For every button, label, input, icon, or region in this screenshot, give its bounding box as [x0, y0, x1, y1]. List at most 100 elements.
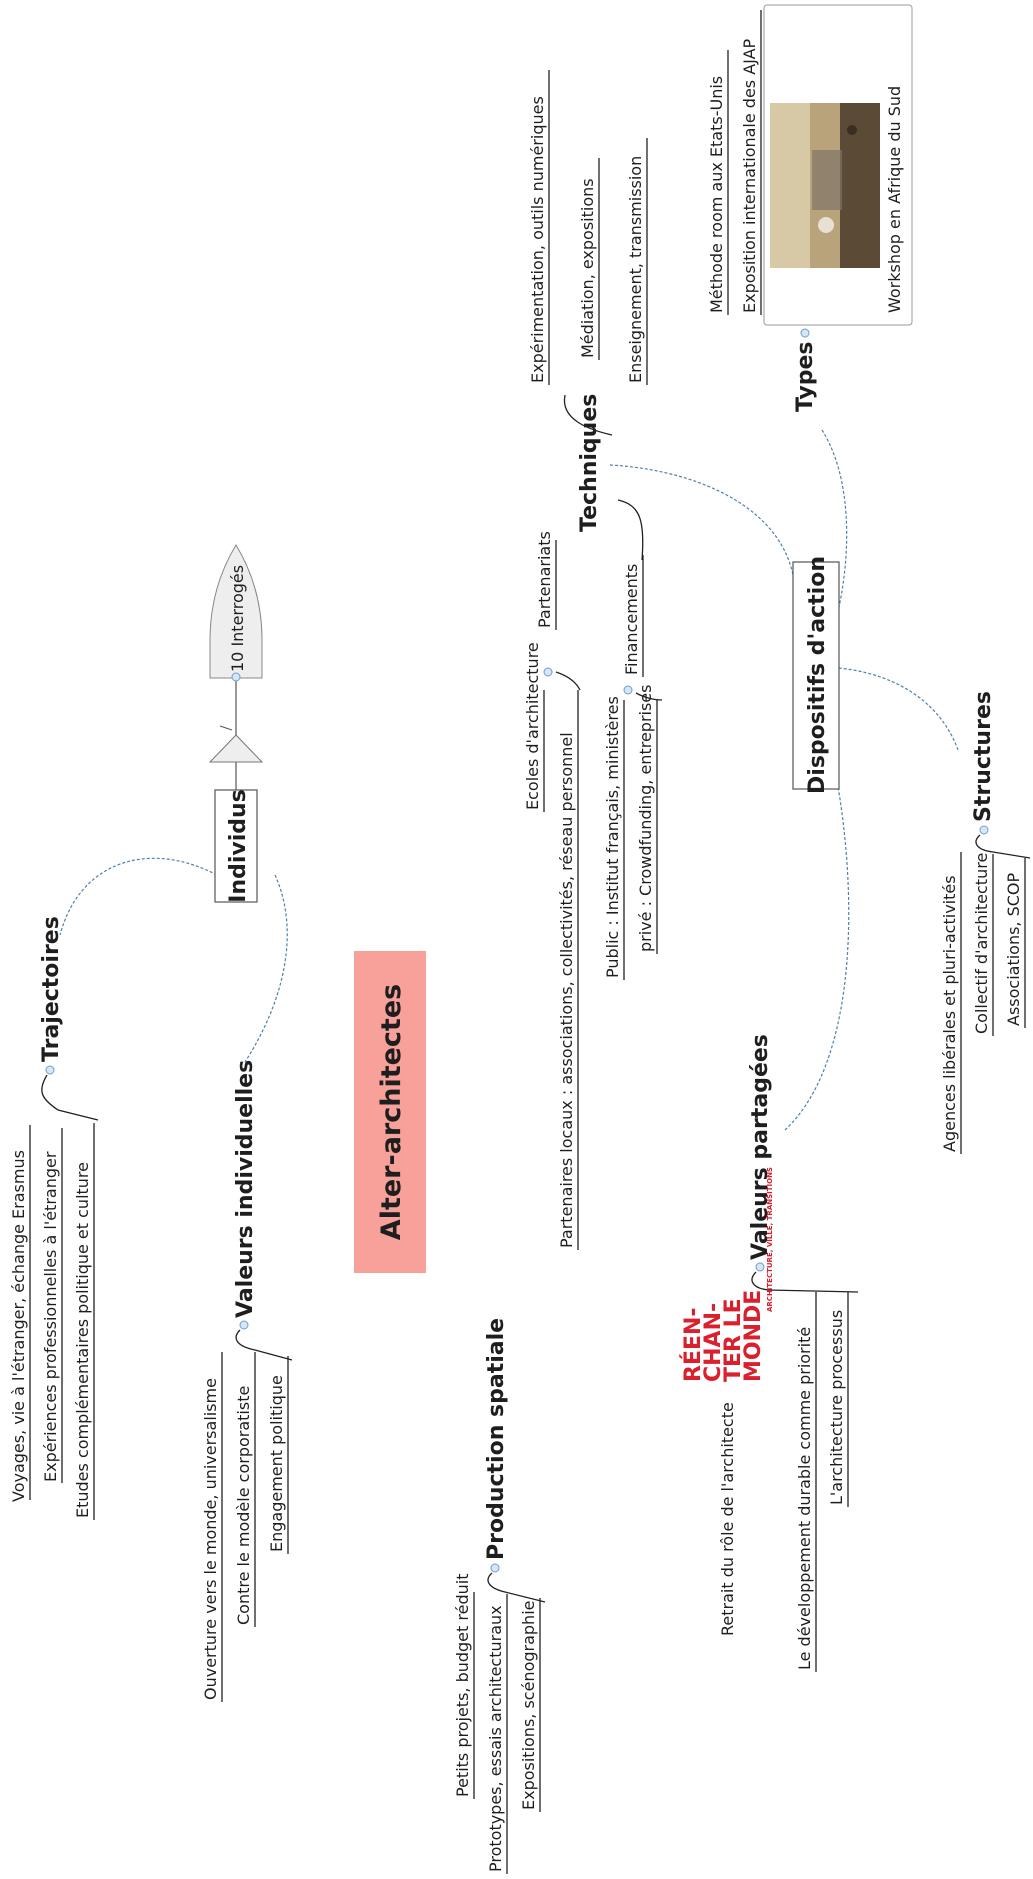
structures-item-3-text: Associations, SCOP — [1004, 872, 1023, 1026]
node-individus[interactable]: Individus — [214, 789, 258, 903]
types-item-3-text: Workshop en Afrique du Sud — [885, 86, 904, 313]
interroges-shape — [209, 544, 263, 679]
production-spatiale-dot — [490, 1563, 500, 1573]
node-production-spatiale[interactable]: Production spatiale — [484, 1318, 509, 1560]
valeurs-partagees-item-1-text: Retrait du rôle de l'architecte — [718, 1402, 737, 1636]
valeurs-partagees-bracket — [751, 1271, 859, 1293]
valeurs-individuelles-item-2: Contre le modèle corporatiste — [234, 1352, 256, 1627]
connector-individus-valeurs-individuelles — [244, 874, 288, 1063]
photo-figure — [818, 217, 834, 233]
valeurs-individuelles-dot — [239, 1320, 249, 1330]
node-financements[interactable]: Financements — [622, 555, 644, 677]
node-interroges[interactable]: 10 Interrogés — [209, 544, 263, 682]
partenariats-item-1: Ecoles d'architecture — [523, 642, 545, 812]
connector-techniques-dispositifs — [609, 464, 796, 591]
types-item-1-text: Méthode room aux Etats-Unis — [707, 76, 726, 313]
reenchanter-logo: RÉEN- CHAN- TER LE MONDE ARCHITECTURE, V… — [680, 1167, 774, 1382]
trajectoires-item-3-text: Etudes complémentaires politique et cult… — [73, 1162, 92, 1518]
financements-bracket — [635, 692, 663, 701]
techniques-item-1-text: Expérimentation, outils numériques — [528, 96, 547, 383]
trajectoires-label: Trajectoires — [39, 916, 64, 1062]
valeurs-individuelles-item-3: Engagement politique — [267, 1356, 289, 1554]
valeurs-individuelles-item-3-text: Engagement politique — [267, 1375, 286, 1552]
valeurs-individuelles-item-2-text: Contre le modèle corporatiste — [234, 1386, 253, 1625]
production-spatiale-item-3-text: Expositions, scénographie — [519, 1601, 538, 1811]
financements-label: Financements — [622, 564, 641, 675]
structures-item-1: Agences libérales et pluri-activités — [940, 852, 962, 1154]
individus-box — [214, 789, 258, 903]
connector-valeurs-partagees-dispositifs — [784, 744, 850, 1131]
valeurs-partagees-item-3-text: L'architecture processus — [827, 1310, 846, 1505]
structures-item-1-text: Agences libérales et pluri-activités — [940, 875, 959, 1152]
workshop-photo — [770, 103, 880, 268]
production-spatiale-bracket — [487, 1572, 546, 1603]
techniques-label: Techniques — [577, 394, 602, 532]
financements-item-2-text: privé : Crowdfunding, entreprises — [636, 685, 655, 953]
partenariats-item-2: Partenaires locaux : associations, colle… — [557, 690, 579, 1250]
production-spatiale-item-3: Expositions, scénographie — [519, 1598, 541, 1812]
techniques-item-2-text: Médiation, expositions — [578, 178, 597, 358]
interroges-dot — [231, 672, 241, 682]
node-trajectoires[interactable]: Trajectoires — [39, 916, 64, 1062]
valeurs-partagees-dot — [755, 1262, 765, 1272]
types-item-2: Exposition internationale des AJAP — [740, 10, 762, 315]
structures-item-2-text: Collectif d'architecture — [972, 853, 991, 1034]
center-node-label: Alter-architectes — [376, 984, 407, 1240]
types-dot — [800, 328, 810, 338]
valeurs-individuelles-item-1: Ouverture vers le monde, universalisme — [201, 1352, 223, 1702]
logo-line-2: CHAN- — [701, 1303, 726, 1382]
partenariats-dot — [543, 667, 553, 677]
node-types[interactable]: Types — [793, 341, 818, 412]
node-structures[interactable]: Structures — [971, 691, 996, 822]
photo-ground — [840, 103, 880, 268]
structures-bracket — [975, 834, 1031, 859]
interroges-tick — [219, 725, 233, 731]
trajectoires-dot — [45, 1065, 55, 1075]
logo-line-3: TER LE — [721, 1298, 746, 1382]
node-partenariats[interactable]: Partenariats — [535, 531, 557, 630]
valeurs-individuelles-bracket — [235, 1329, 293, 1361]
center-node[interactable]: Alter-architectes — [354, 951, 426, 1273]
node-valeurs-individuelles[interactable]: Valeurs individuelles — [233, 1060, 258, 1318]
valeurs-individuelles-item-1-text: Ouverture vers le monde, universalisme — [201, 1378, 220, 1700]
trajectoires-item-2-text: Expériences professionnelles à l'étrange… — [41, 1151, 60, 1482]
structures-item-2: Collectif d'architecture — [972, 853, 994, 1036]
types-label: Types — [793, 341, 818, 412]
structures-label: Structures — [971, 691, 996, 822]
techniques-item-2: Médiation, expositions — [578, 158, 600, 360]
connector-individus-trajectoires — [59, 857, 218, 936]
individus-label: Individus — [226, 789, 251, 903]
techniques-item-3-text: Enseignement, transmission — [626, 156, 645, 383]
financements-item-1-text: Public : Institut français, ministères — [603, 696, 622, 978]
partenariats-label: Partenariats — [535, 531, 554, 628]
interroges-label: 10 Interrogés — [228, 565, 247, 672]
production-spatiale-item-2-text: Prototypes, essais architecturaux — [486, 1605, 505, 1872]
node-dispositifs[interactable]: Dispositifs d'action — [792, 556, 840, 794]
production-spatiale-label: Production spatiale — [484, 1318, 509, 1560]
trajectoires-item-2: Expériences professionnelles à l'étrange… — [41, 1128, 63, 1483]
logo-line-4: MONDE — [741, 1290, 766, 1382]
trajectoires-item-1-text: Voyages, vie à l'étranger, échange Erasm… — [9, 1150, 28, 1502]
valeurs-partagees-item-1: Retrait du rôle de l'architecte — [718, 1402, 737, 1636]
partenariats-item-2-text: Partenaires locaux : associations, colle… — [557, 732, 576, 1248]
node-valeurs-partagees[interactable]: Valeurs partagées — [748, 1034, 773, 1260]
dispositifs-label: Dispositifs d'action — [805, 556, 830, 794]
financements-item-2: privé : Crowdfunding, entreprises — [636, 685, 658, 954]
techniques-bracket-lower — [617, 499, 644, 561]
techniques-item-1: Expérimentation, outils numériques — [528, 70, 550, 385]
production-spatiale-item-1-text: Petits projets, budget réduit — [453, 1574, 472, 1797]
trajectoires-bracket — [41, 1074, 99, 1121]
financements-dot — [623, 685, 633, 695]
valeurs-partagees-item-2-text: Le développement durable comme priorité — [795, 1327, 814, 1670]
logo-line-1: RÉEN- — [680, 1307, 706, 1382]
node-techniques[interactable]: Techniques — [577, 394, 602, 532]
partenariats-item-1-text: Ecoles d'architecture — [523, 642, 542, 810]
valeurs-partagees-item-2: Le développement durable comme priorité — [795, 1292, 817, 1672]
financements-item-1: Public : Institut français, ministères — [603, 696, 625, 980]
valeurs-individuelles-label: Valeurs individuelles — [233, 1060, 258, 1318]
production-spatiale-item-2: Prototypes, essais architecturaux — [486, 1594, 508, 1874]
photo-person — [847, 125, 857, 135]
valeurs-partagees-item-3: L'architecture processus — [827, 1292, 849, 1507]
photo-light — [770, 103, 810, 268]
